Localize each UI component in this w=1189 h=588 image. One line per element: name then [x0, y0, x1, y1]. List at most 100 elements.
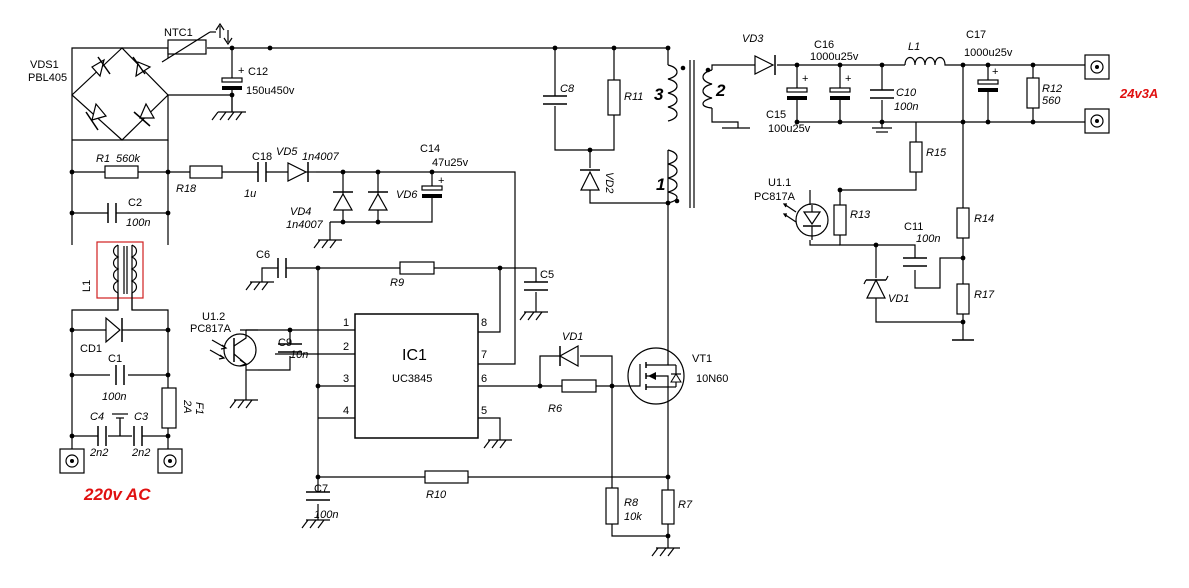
winding-2-label: 2: [715, 81, 726, 100]
diode-vd5: [287, 162, 316, 182]
c12-value: 150u450v: [246, 85, 295, 97]
vt1-part: 10N60: [696, 373, 728, 385]
c9-value: 10n: [290, 349, 308, 361]
terminal-output-positive: [1084, 54, 1110, 80]
resistor-r15: [909, 141, 923, 173]
vds1-label: VDS1: [30, 59, 59, 71]
transformer-t1: [667, 60, 713, 208]
c5-label: C5: [540, 269, 554, 281]
r1-value: 560k: [116, 153, 140, 165]
c16-plus: +: [845, 73, 851, 85]
ic-uc3845: [354, 313, 479, 439]
r10-label: R10: [426, 489, 447, 501]
thermistor-ntc1: [161, 22, 233, 63]
resistor-r9: [399, 261, 435, 275]
c15-label: C15: [766, 109, 786, 121]
resistor-r13: [833, 204, 847, 236]
diode-vd4: [332, 191, 354, 211]
output-voltage-label: 24v3A: [1119, 86, 1158, 101]
terminal-mains-left: [59, 448, 85, 474]
c3-value: 2n2: [131, 447, 150, 459]
r8-label: R8: [624, 497, 639, 509]
resistor-r18: [189, 165, 223, 179]
l1-output-label: L1: [908, 41, 920, 53]
capacitor-c12: [211, 77, 246, 121]
c17-plus: +: [992, 66, 998, 78]
ntc1-label: NTC1: [164, 27, 193, 39]
capacitor-c15: [786, 87, 808, 100]
r9-label: R9: [390, 277, 404, 289]
c16-label: C16: [814, 39, 834, 51]
c15-plus: +: [802, 73, 808, 85]
capacitor-c16: [829, 87, 851, 100]
ground-ic-pin5: [483, 439, 512, 449]
filter-choke-l1: [96, 241, 144, 310]
c1-label: C1: [108, 353, 122, 365]
c11-value: 100n: [916, 233, 940, 245]
vd6-label: VD6: [396, 189, 418, 201]
diode-vd6: [367, 191, 389, 211]
mosfet-vt1: [627, 347, 685, 405]
terminal-output-negative: [1084, 108, 1110, 134]
vd2-label: VD2: [603, 172, 615, 193]
vd1-gate-label: VD1: [562, 331, 583, 343]
vd1-regulator-label: VD1: [888, 293, 909, 305]
resistor-r12: [1026, 77, 1040, 109]
r15-label: R15: [926, 147, 947, 159]
r7-label: R7: [678, 499, 693, 511]
terminal-mains-right: [157, 448, 183, 474]
ic-pin-3: 3: [343, 373, 349, 385]
c3-label: C3: [134, 411, 149, 423]
r14-label: R14: [974, 213, 994, 225]
winding-1-label: 1: [656, 175, 665, 194]
mains-input-label: 220v AC: [83, 485, 151, 504]
r17-label: R17: [974, 289, 995, 301]
c16-value: 1000u25v: [810, 51, 859, 63]
vd4-label: VD4: [290, 206, 311, 218]
ic-pin-7: 7: [481, 349, 487, 361]
vd4-value: 1n4007: [286, 219, 324, 231]
vd3-label: VD3: [742, 33, 764, 45]
c4-label: C4: [90, 411, 104, 423]
c10-value: 100n: [894, 101, 918, 113]
capacitor-c14: [421, 185, 443, 200]
capacitor-c5: [519, 281, 548, 321]
capacitor-cd1: [105, 316, 128, 344]
vd5-value: 1n4007: [302, 151, 340, 163]
capacitor-c6: [245, 258, 290, 291]
junction-dots: [69, 45, 1036, 539]
r12-value: 560: [1042, 95, 1061, 107]
ic-pin-8: 8: [481, 317, 487, 329]
diode-vd1-gate: [558, 344, 579, 368]
resistor-r1: [104, 165, 139, 179]
regulator-vd1: [863, 275, 889, 299]
ic-pin-1: 1: [343, 317, 349, 329]
resistor-r8: [605, 487, 619, 525]
capacitor-c10: [870, 89, 894, 133]
winding-3-label: 3: [654, 85, 664, 104]
r6-label: R6: [548, 403, 563, 415]
diode-vd3: [754, 55, 776, 75]
ic1-label: IC1: [402, 347, 427, 364]
capacitor-c2: [107, 203, 128, 223]
u11-label: U1.1: [768, 177, 791, 189]
capacitor-c11: [903, 257, 927, 267]
c2-label: C2: [128, 197, 142, 209]
capacitor-c3: [133, 426, 143, 446]
c6-label: C6: [256, 249, 270, 261]
c9-label: C9: [278, 337, 292, 349]
c7-label: C7: [314, 483, 328, 495]
c18-label: C18: [252, 151, 272, 163]
fuse-f1: [161, 387, 177, 429]
c15-value: 100u25v: [768, 123, 811, 135]
resistor-r6: [561, 379, 597, 393]
c17-value: 1000u25v: [964, 47, 1013, 59]
pbl405-label: PBL405: [28, 72, 67, 84]
ic-pin-2: 2: [343, 341, 349, 353]
c14-value: 47u25v: [432, 157, 469, 169]
vt1-label: VT1: [692, 353, 712, 365]
c14-plus: +: [438, 175, 444, 187]
ic1-part: UC3845: [392, 373, 432, 385]
cd1-label: CD1: [80, 343, 102, 355]
